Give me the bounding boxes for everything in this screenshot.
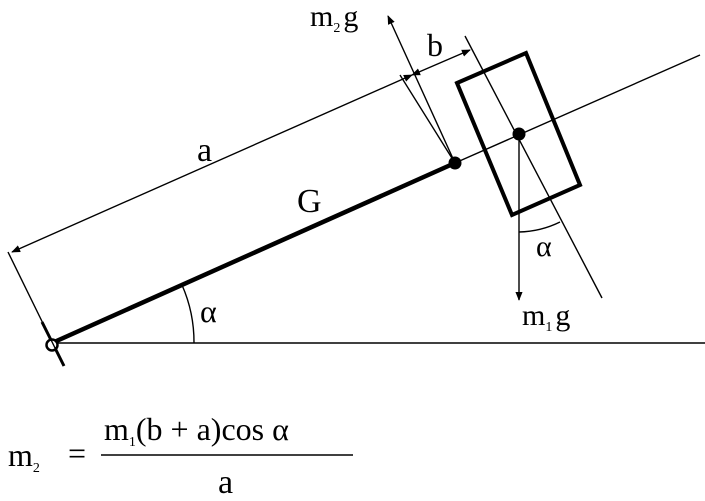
- label-alpha-right: α: [536, 230, 552, 263]
- lever-bar: [51, 160, 456, 346]
- dimension-a-ext-left: [7, 251, 58, 353]
- dimension-a-arrow: [11, 74, 413, 253]
- weight-center-dot: [512, 127, 526, 141]
- weight-block: [454, 50, 583, 218]
- formula-denominator: a: [218, 464, 233, 501]
- center-of-gravity-dot: [448, 156, 462, 170]
- formula-numerator: m1(b + a)cos α: [104, 411, 289, 450]
- angle-arc-bottom: [181, 284, 195, 344]
- dimension-a-ext-right: [399, 74, 456, 164]
- label-a: a: [197, 132, 212, 169]
- lever-extension-line: [454, 54, 701, 164]
- formula-equals: =: [68, 435, 86, 471]
- m2g-force-arrow: [387, 15, 456, 164]
- dimension-b-arrow: [411, 49, 471, 76]
- angle-arc-right: [518, 221, 561, 233]
- weight-perpendicular-line: [464, 35, 603, 299]
- label-G: G: [297, 183, 322, 220]
- formula-lhs: m2: [8, 437, 40, 476]
- label-alpha-bottom: α: [200, 293, 217, 329]
- label-b: b: [427, 27, 443, 63]
